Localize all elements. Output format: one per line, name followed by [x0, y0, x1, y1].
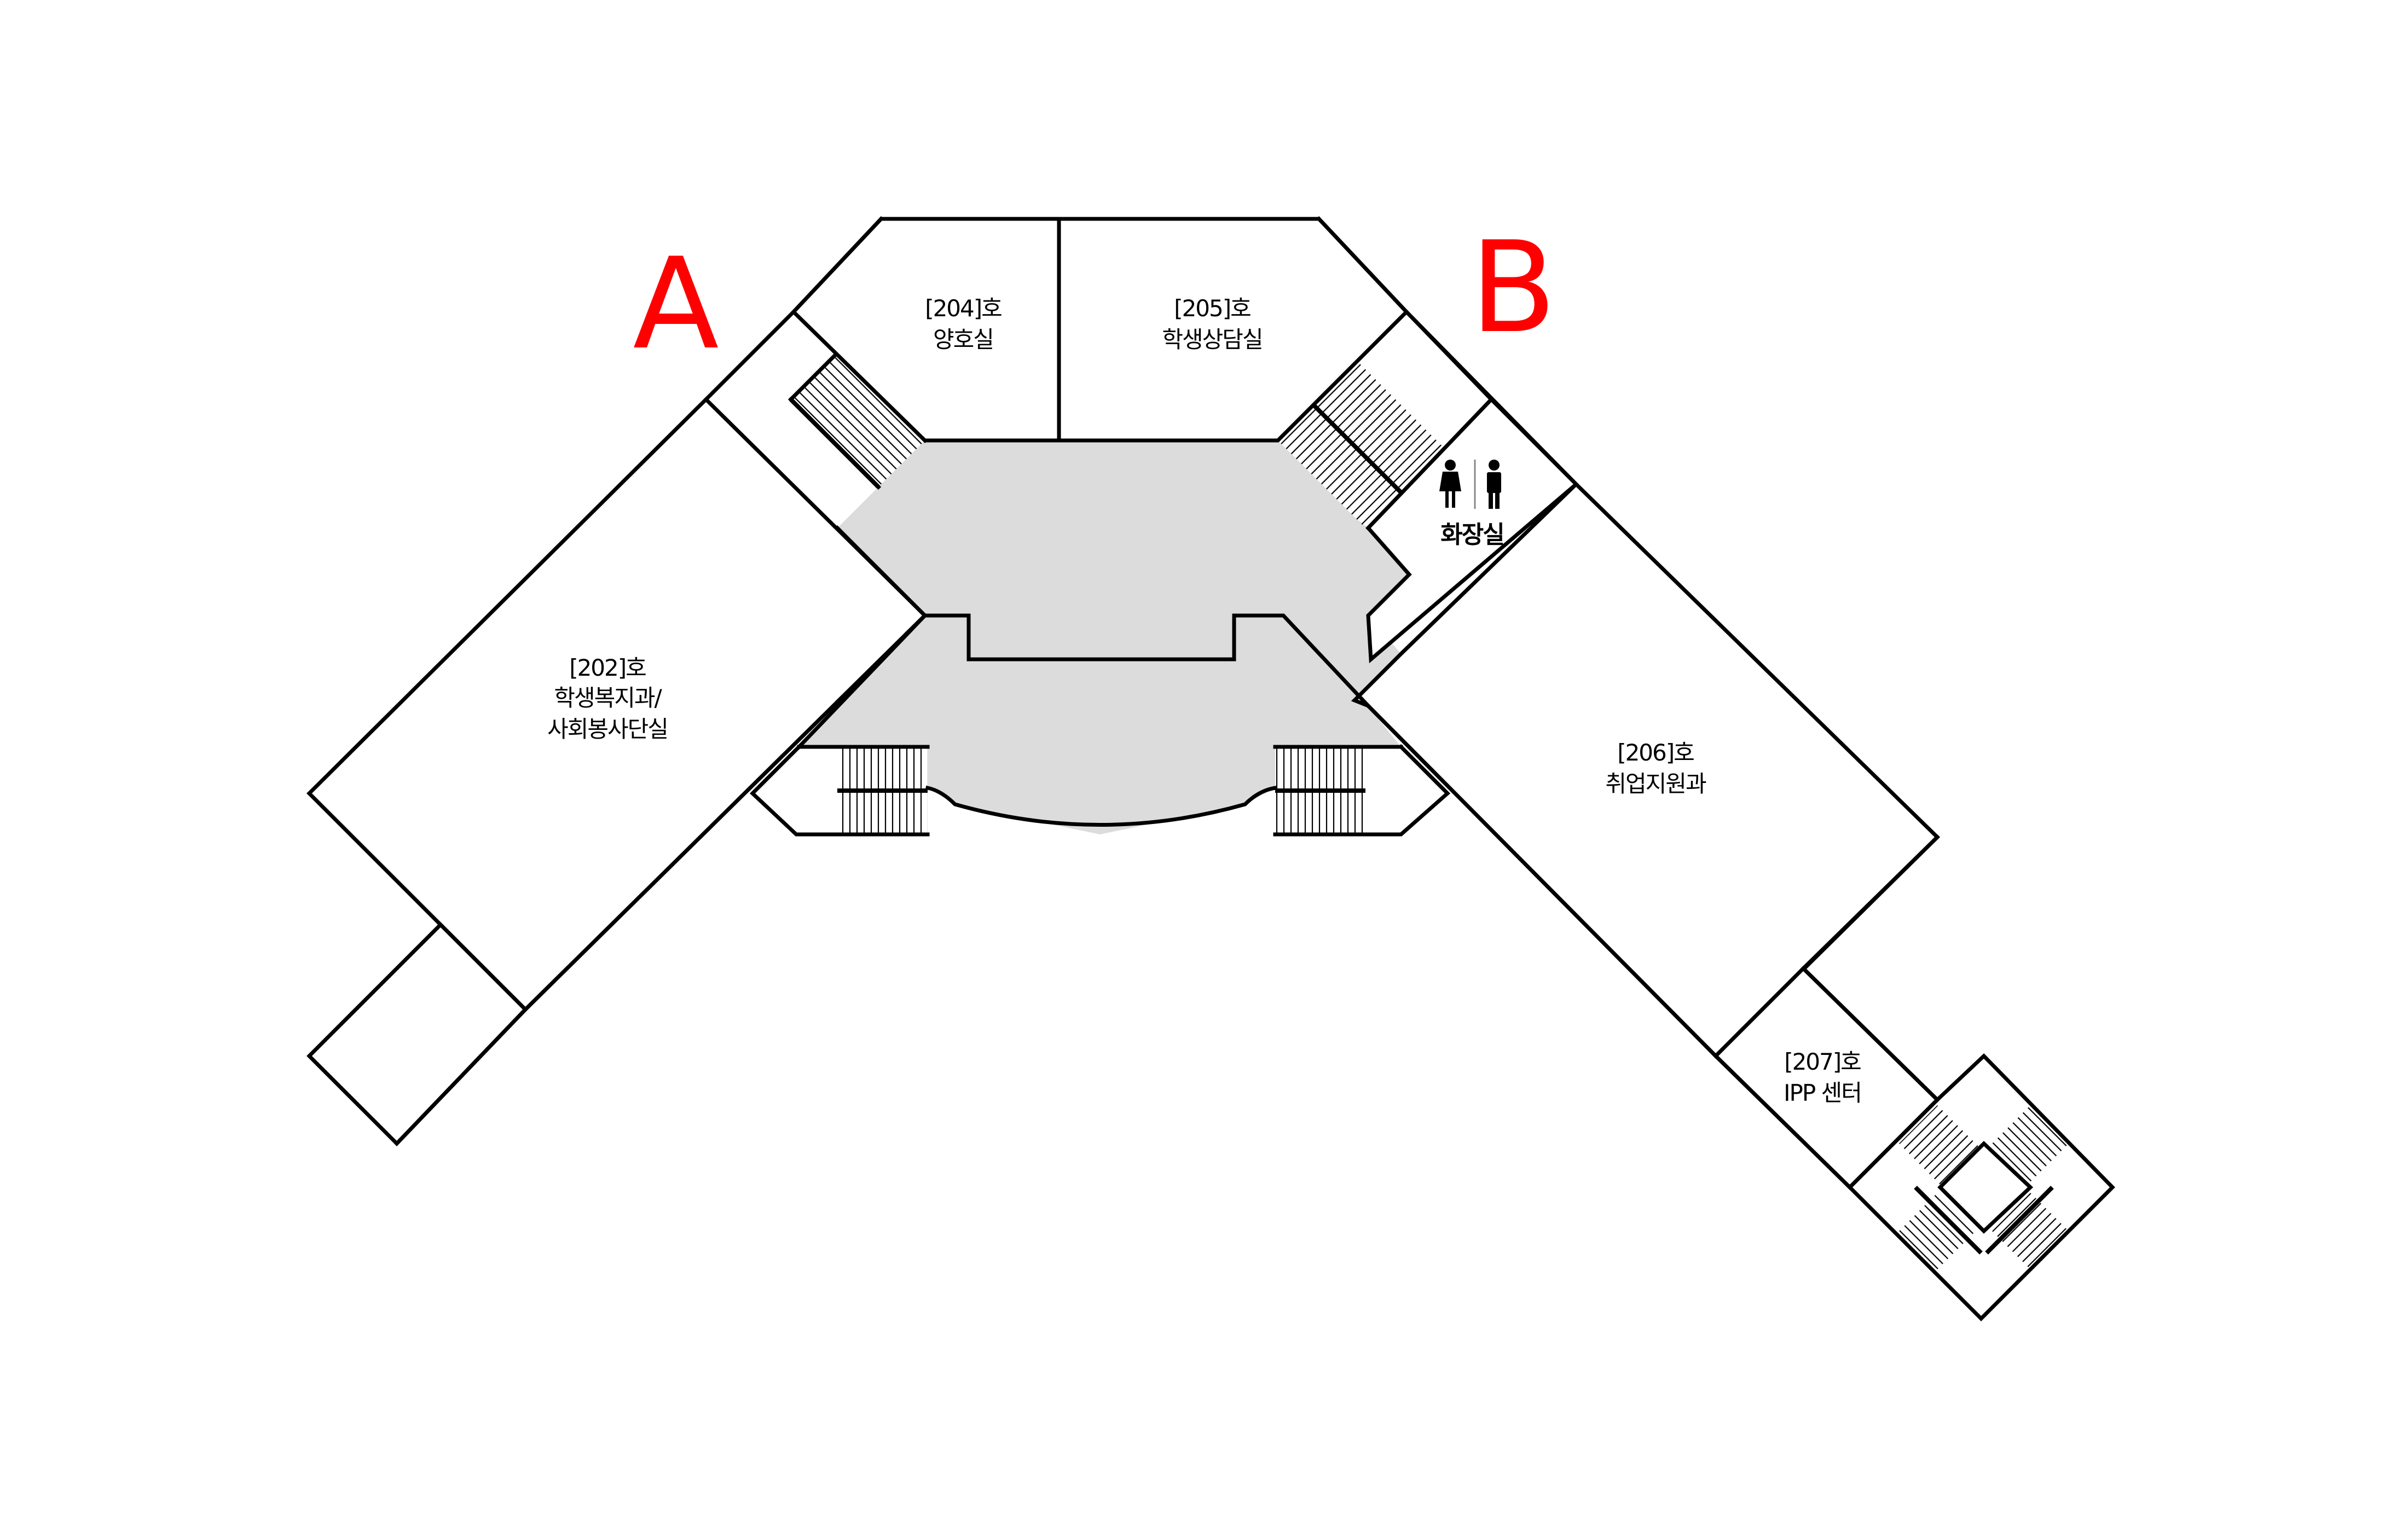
male-icon	[1487, 460, 1501, 509]
room-204-name: 양호실	[933, 326, 993, 353]
stairs-center-left	[749, 744, 930, 837]
room-202-name: 학생복지과/	[554, 684, 662, 711]
wing-b-label: B	[1470, 215, 1556, 361]
room-206-number: [206]호	[1617, 739, 1694, 766]
restroom-label: 화장실	[1440, 521, 1503, 549]
room-207[interactable]: [207]호 IPP 센터	[1713, 966, 1940, 1190]
room-205-name: 학생상담실	[1162, 326, 1262, 353]
room-207-name: IPP 센터	[1784, 1080, 1861, 1106]
main-entrance	[925, 785, 1278, 827]
room-202-number: [202]호	[569, 654, 646, 681]
room-205-number: [205]호	[1174, 295, 1251, 322]
room-207-number: [207]호	[1784, 1048, 1861, 1075]
room-204[interactable]: [204]호 양호실	[791, 217, 1061, 443]
stairs-a-upper	[788, 350, 928, 490]
female-icon	[1439, 460, 1461, 508]
wing-a-label: A	[633, 231, 719, 378]
stairs-center-right	[1273, 744, 1451, 837]
room-204-number: [204]호	[925, 295, 1002, 322]
room-202-name-2: 사회봉사단실	[547, 716, 668, 742]
central-lobby	[799, 440, 1409, 834]
stairs-b-tower	[1847, 1053, 2115, 1321]
room-206-name: 취업지원과	[1605, 770, 1706, 797]
